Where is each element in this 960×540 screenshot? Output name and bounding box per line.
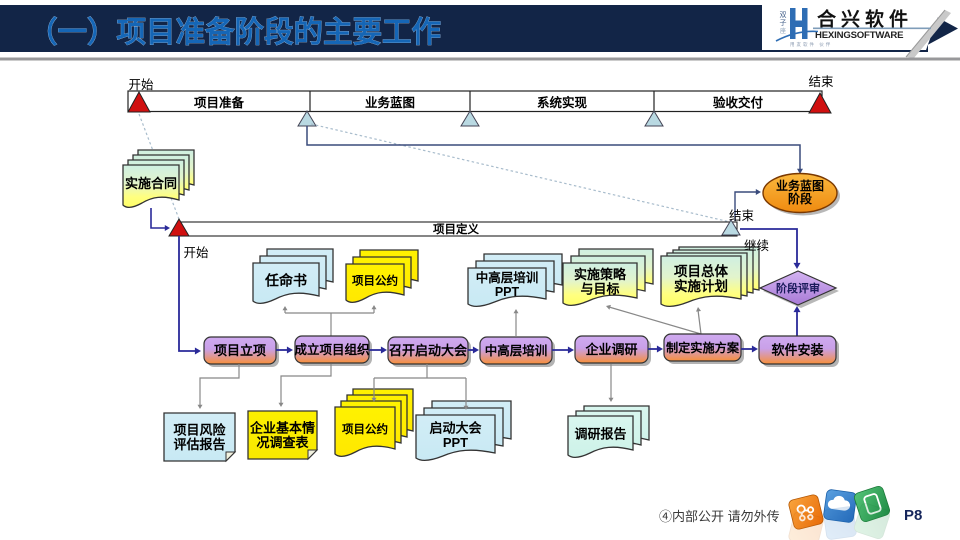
svg-text:业务蓝图: 业务蓝图	[776, 178, 824, 193]
svg-text:项目风险: 项目风险	[173, 423, 226, 438]
svg-text:座: 座	[780, 27, 786, 35]
svg-text:实施计划: 实施计划	[674, 278, 728, 294]
svg-text:项目立项: 项目立项	[214, 343, 266, 358]
svg-text:调研报告: 调研报告	[574, 427, 626, 442]
svg-text:中高层培训: 中高层培训	[485, 343, 548, 358]
svg-text:与目标: 与目标	[580, 281, 619, 296]
svg-text:PPT: PPT	[495, 285, 520, 299]
svg-text:继续: 继续	[744, 239, 769, 253]
svg-text:开始: 开始	[128, 78, 154, 92]
svg-text:（一）项目准备阶段的主要工作: （一）项目准备阶段的主要工作	[28, 15, 441, 49]
svg-text:召开启动大会: 召开启动大会	[389, 343, 468, 358]
svg-text:开始: 开始	[183, 246, 209, 260]
svg-text:中高层培训: 中高层培训	[476, 270, 539, 285]
svg-text:用友软件 伙伴: 用友软件 伙伴	[790, 41, 832, 48]
svg-text:子: 子	[780, 19, 787, 27]
svg-text:HEXINGSOFTWARE: HEXINGSOFTWARE	[815, 30, 904, 41]
svg-text:项目公约: 项目公约	[352, 274, 398, 288]
svg-text:④内部公开 请勿外传: ④内部公开 请勿外传	[659, 509, 780, 524]
svg-text:结束: 结束	[729, 209, 755, 223]
svg-text:阶段评审: 阶段评审	[776, 281, 820, 295]
svg-text:实施合同: 实施合同	[125, 176, 177, 191]
svg-text:合兴软件: 合兴软件	[817, 8, 913, 31]
svg-text:启动大会: 启动大会	[429, 421, 482, 436]
svg-text:软件安装: 软件安装	[771, 343, 823, 358]
svg-text:结束: 结束	[808, 75, 834, 89]
svg-text:企业基本情: 企业基本情	[249, 421, 315, 436]
svg-text:任命书: 任命书	[264, 273, 307, 289]
svg-text:PPT: PPT	[443, 435, 468, 450]
svg-text:项目公约: 项目公约	[342, 422, 388, 436]
svg-text:制定实施方案: 制定实施方案	[666, 340, 740, 355]
svg-text:系统实现: 系统实现	[537, 95, 588, 110]
svg-text:评估报告: 评估报告	[173, 437, 225, 452]
svg-text:成立项目组织: 成立项目组织	[294, 342, 370, 357]
svg-text:验收交付: 验收交付	[713, 95, 764, 110]
svg-text:业务蓝图: 业务蓝图	[365, 95, 415, 110]
svg-text:企业调研: 企业调研	[584, 342, 637, 357]
svg-text:项目准备: 项目准备	[194, 95, 245, 110]
svg-text:况调查表: 况调查表	[256, 435, 309, 450]
svg-text:P8: P8	[904, 507, 922, 524]
svg-text:阶段: 阶段	[788, 191, 813, 206]
svg-text:双: 双	[780, 11, 787, 19]
svg-text:项目定义: 项目定义	[433, 222, 479, 236]
svg-text:实施策略: 实施策略	[574, 267, 627, 282]
svg-text:项目总体: 项目总体	[674, 263, 728, 279]
